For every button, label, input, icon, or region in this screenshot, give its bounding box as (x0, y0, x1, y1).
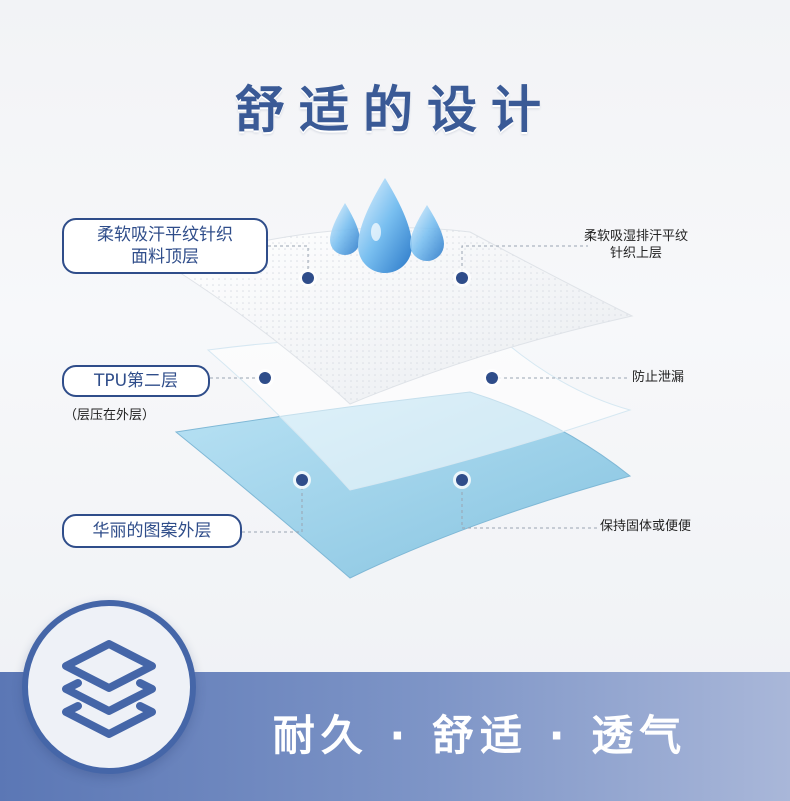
marker-dot (456, 272, 468, 284)
label-line: 柔软吸湿排汗平纹 (584, 229, 689, 244)
layers-badge (22, 600, 196, 774)
label-tpu-note: （层压在外层） (64, 408, 156, 423)
label-line: 面料顶层 (131, 247, 199, 267)
label-outer-layer: 华丽的图案外层 (62, 514, 242, 548)
label-line: 柔软吸汗平纹针织 (97, 225, 233, 245)
water-drops-icon (330, 178, 444, 273)
label-line: TPU第二层 (93, 371, 179, 391)
marker-dot (486, 372, 498, 384)
slogan: 耐久 · 舒适 · 透气 (272, 711, 688, 760)
label-right-bottom: 保持固体或便便 (600, 519, 692, 534)
marker-dot (259, 372, 271, 384)
label-line: 针织上层 (610, 246, 663, 261)
label-right-middle: 防止泄漏 (632, 370, 685, 385)
label-tpu-layer: TPU第二层 (62, 365, 210, 397)
marker-dot (302, 272, 314, 284)
layers-icon (62, 640, 156, 738)
label-right-top: 柔软吸湿排汗平纹 针织上层 (584, 228, 688, 262)
label-line: 华丽的图案外层 (92, 521, 212, 541)
marker-dot (296, 474, 308, 486)
page-title: 舒适的设计 (235, 81, 555, 139)
marker-dot (456, 474, 468, 486)
label-knit-top-layer: 柔软吸汗平纹针织 面料顶层 (62, 218, 268, 274)
